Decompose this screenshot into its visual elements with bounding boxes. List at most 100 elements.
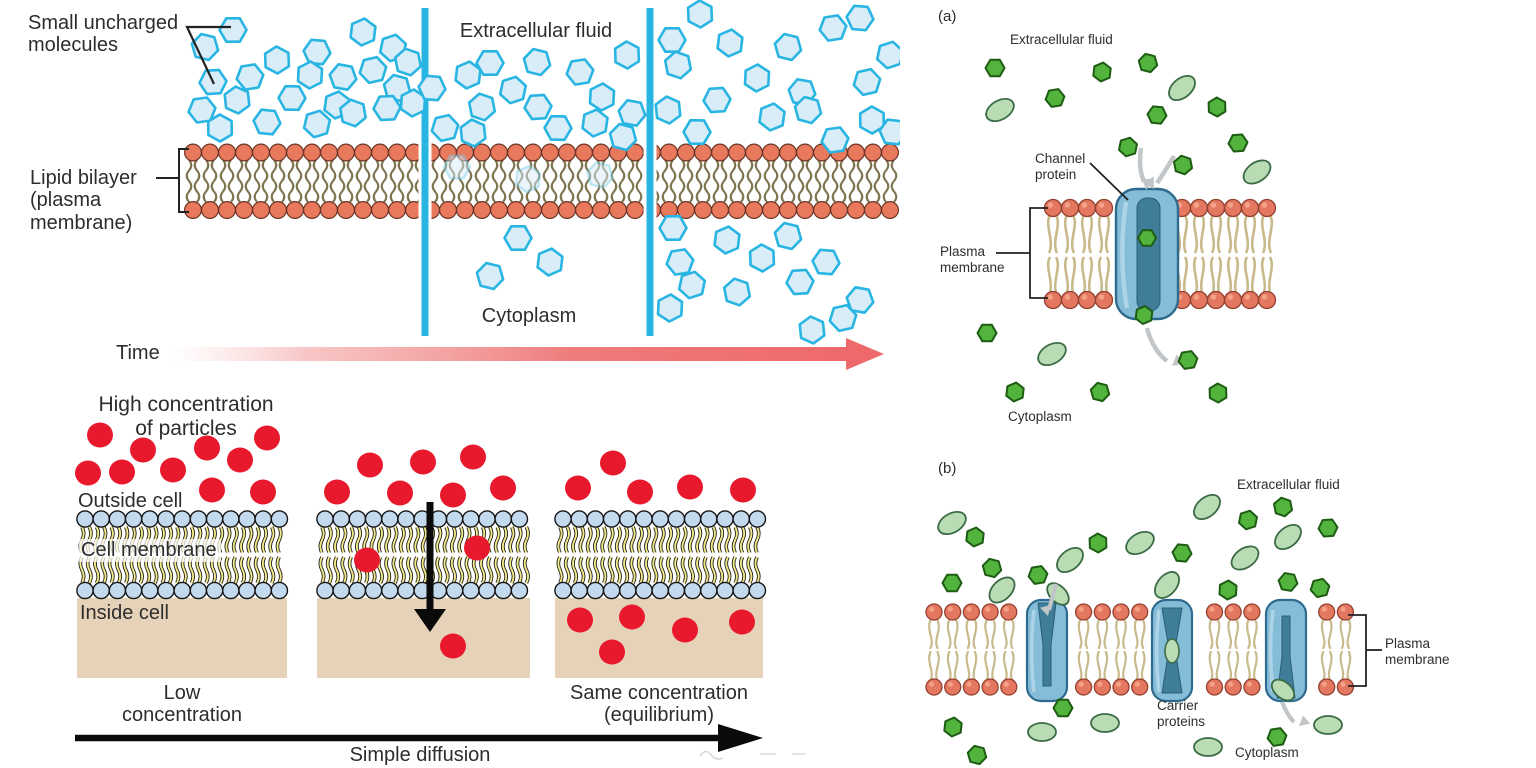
lipid-head bbox=[557, 201, 576, 220]
molecule-group bbox=[187, 16, 427, 143]
phospholipid-head bbox=[732, 510, 751, 528]
particle-dot bbox=[227, 447, 253, 473]
phospholipid-head bbox=[494, 581, 513, 600]
lipid-tail bbox=[865, 159, 873, 203]
tail-yellow bbox=[725, 556, 731, 584]
lipid-head bbox=[218, 143, 237, 162]
tail-yellow bbox=[392, 526, 398, 554]
phospholipid-head bbox=[140, 510, 159, 528]
hexagon-molecule bbox=[1118, 136, 1138, 158]
hexagon-molecule bbox=[514, 164, 542, 194]
lipid-tail bbox=[338, 159, 346, 203]
time-arrow bbox=[170, 338, 884, 370]
lipid-tail bbox=[1096, 650, 1102, 682]
hexagon-molecule bbox=[296, 60, 324, 90]
lipid-tail bbox=[1122, 650, 1127, 682]
particle-dot bbox=[354, 547, 380, 573]
lipid-tail bbox=[1227, 618, 1233, 650]
tail-yellow bbox=[261, 526, 268, 554]
lipid-tail bbox=[244, 159, 252, 203]
lipid-head-highlight bbox=[1209, 606, 1215, 612]
phospholipid-head bbox=[221, 510, 240, 528]
pointer-line bbox=[185, 25, 231, 85]
hexagon-molecule bbox=[223, 85, 251, 115]
hexagon-molecule bbox=[1005, 381, 1025, 403]
lipid-tail bbox=[261, 159, 269, 203]
lipid-head bbox=[490, 201, 509, 220]
lipid-tail bbox=[972, 618, 978, 650]
lipid-head bbox=[201, 201, 220, 220]
particle-dot bbox=[410, 449, 436, 475]
lipid-head-highlight bbox=[1228, 681, 1234, 687]
lipid-tail bbox=[389, 159, 397, 203]
lipid-tail bbox=[805, 159, 813, 203]
arrowhead bbox=[1040, 604, 1051, 616]
phospholipid-head bbox=[586, 510, 605, 528]
lipid-head-highlight bbox=[1244, 294, 1251, 300]
tail-yellow bbox=[406, 556, 413, 584]
tail-yellow bbox=[458, 526, 464, 554]
oval-molecule bbox=[1125, 530, 1155, 556]
tail-yellow bbox=[586, 526, 592, 554]
lipid-tail bbox=[1216, 214, 1223, 254]
gray-arrow bbox=[1155, 154, 1176, 185]
phospholipid-head bbox=[124, 581, 143, 600]
phospholipid-head bbox=[478, 581, 496, 600]
lipid-tail bbox=[1063, 214, 1070, 254]
lipid-head-highlight bbox=[1340, 606, 1346, 612]
lipid-tail bbox=[1097, 214, 1104, 254]
hexagon-molecule bbox=[1177, 350, 1199, 370]
lipid-head bbox=[778, 143, 797, 162]
oval-molecule bbox=[1154, 571, 1180, 599]
hexagon-molecule bbox=[1044, 88, 1066, 108]
molecule-group bbox=[442, 154, 614, 194]
bilayer-bracket bbox=[156, 148, 189, 213]
phospholipid-head bbox=[570, 581, 589, 600]
particle-dot bbox=[440, 482, 466, 508]
lipid-tail bbox=[890, 159, 898, 203]
lipid-head-highlight bbox=[1246, 606, 1253, 612]
lipid-tail bbox=[482, 159, 490, 203]
lipid-tail bbox=[1346, 618, 1352, 650]
hexagon-molecule bbox=[235, 63, 265, 91]
lipid-head bbox=[727, 143, 746, 162]
hexagon-molecule bbox=[338, 98, 368, 128]
hexagon-molecule bbox=[617, 99, 647, 127]
tail-yellow bbox=[494, 526, 500, 554]
lipid-head bbox=[1189, 198, 1209, 218]
lipid-tail bbox=[1253, 650, 1258, 682]
lipid-tail bbox=[946, 618, 952, 650]
lipid-tail bbox=[1246, 650, 1251, 682]
tail-yellow bbox=[269, 556, 275, 584]
tail-yellow bbox=[341, 526, 347, 554]
tail-yellow bbox=[232, 526, 238, 554]
lipid-head bbox=[659, 143, 678, 162]
hexagon-molecule bbox=[758, 102, 786, 132]
lipid-head bbox=[1336, 678, 1355, 696]
lipid-tail bbox=[1226, 256, 1233, 296]
lipid-tail bbox=[1192, 256, 1199, 296]
arrowhead bbox=[1143, 176, 1154, 189]
tail-yellow bbox=[608, 526, 614, 554]
lipid-tail bbox=[1267, 256, 1274, 296]
lipid-tail bbox=[491, 159, 499, 203]
lipid-tail bbox=[1260, 214, 1267, 254]
tail-yellow bbox=[608, 556, 614, 584]
phospholipid-head bbox=[554, 510, 572, 528]
tail-yellow bbox=[564, 526, 570, 554]
lipid-head bbox=[574, 201, 593, 220]
channel-protein bbox=[1114, 187, 1180, 321]
lipid-tail bbox=[1046, 214, 1053, 254]
tail-yellow bbox=[458, 556, 464, 584]
lipid-head bbox=[1074, 678, 1093, 696]
phospholipid-head bbox=[494, 510, 513, 528]
tail-yellow bbox=[644, 526, 651, 554]
tail-yellow bbox=[509, 526, 515, 554]
lipid-head-highlight bbox=[1081, 202, 1088, 208]
lipid-head bbox=[727, 201, 746, 220]
phospholipid-head bbox=[157, 581, 175, 600]
phospholipid-head bbox=[554, 581, 572, 600]
tail-yellow bbox=[717, 526, 724, 554]
lipid-head bbox=[184, 201, 203, 220]
time-arrow-shaft bbox=[170, 347, 847, 361]
